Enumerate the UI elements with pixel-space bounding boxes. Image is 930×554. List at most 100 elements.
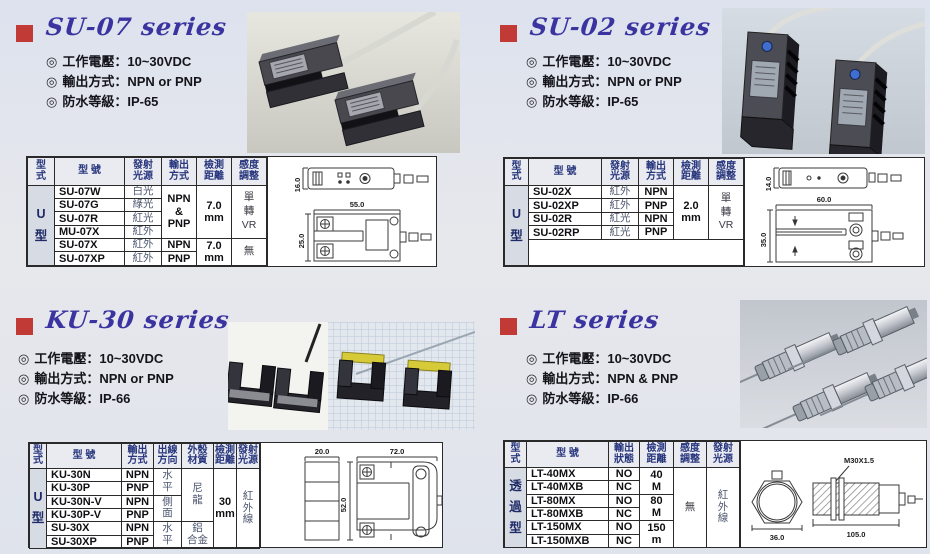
cell-distance: 150 m bbox=[639, 520, 674, 548]
cell-type: U 型 bbox=[27, 185, 55, 266]
section-title-lt: LT series bbox=[528, 305, 661, 334]
cell-model: KU-30P bbox=[46, 481, 122, 496]
cell-model: LT-80MX bbox=[526, 493, 609, 508]
section-title-su07: SU-07 series bbox=[44, 12, 229, 41]
cell-distance: 40 M bbox=[639, 467, 674, 495]
cell-distance: 30 mm bbox=[213, 468, 237, 549]
cell-light: 紅外 bbox=[124, 224, 162, 239]
cell-state: NC bbox=[608, 506, 640, 522]
double-circle-bullet-icon: ◎ bbox=[18, 391, 30, 406]
cell-wire: 側 面 bbox=[153, 494, 182, 523]
spec-text: 防水等級：IP-66 bbox=[542, 391, 639, 406]
cell-sense: 單 轉 VR bbox=[708, 185, 744, 240]
cell-housing: 鋁 合金 bbox=[181, 521, 214, 549]
ku30-product-photo bbox=[228, 322, 475, 430]
cell-light: 紅 外 線 bbox=[236, 468, 260, 549]
dim-label: 105.0 bbox=[847, 530, 866, 539]
cell-light: 紅光 bbox=[601, 211, 639, 227]
spec-line: ◎ 輸出方式：NPN or PNP bbox=[46, 72, 202, 92]
dim-label: 14.0 bbox=[764, 177, 773, 192]
double-circle-bullet-icon: ◎ bbox=[18, 371, 30, 386]
red-square-bullet bbox=[500, 25, 517, 42]
cell-housing: 尼 龍 bbox=[181, 467, 214, 523]
su02-dimension-drawing: 14.0 60.0 35.0 bbox=[744, 158, 924, 266]
su07-product-photo bbox=[247, 12, 460, 153]
cell-model: SU-07R bbox=[54, 211, 125, 226]
cell-model: KU-30N-V bbox=[46, 494, 122, 509]
su02-specs: ◎工作電壓：10~30VDC ◎輸出方式：NPN or PNP ◎防水等級：IP… bbox=[526, 52, 682, 112]
cell-light: 紅光 bbox=[601, 225, 639, 240]
double-circle-bullet-icon: ◎ bbox=[46, 94, 58, 109]
cell-type: U 型 bbox=[504, 185, 529, 266]
col-header: 型 號 bbox=[54, 157, 125, 186]
cell-state: NC bbox=[608, 533, 640, 548]
cell-output: PNP bbox=[121, 534, 154, 549]
col-header: 輸出 方式 bbox=[161, 157, 197, 186]
spec-text: 工作電壓：10~30VDC bbox=[62, 54, 192, 69]
cell-output: PNP bbox=[121, 481, 154, 496]
spec-line: ◎ 防水等級：IP-66 bbox=[18, 389, 174, 409]
cell-model: KU-30N bbox=[46, 467, 122, 483]
col-header: 型 式 bbox=[29, 443, 47, 469]
spec-text: 防水等級：IP-66 bbox=[34, 391, 131, 406]
spec-line: ◎工作電壓：10~30VDC bbox=[526, 349, 678, 369]
double-circle-bullet-icon: ◎ bbox=[526, 391, 538, 406]
spec-line: ◎防水等級：IP-65 bbox=[526, 92, 682, 112]
red-square-bullet bbox=[16, 318, 33, 335]
col-header: 外殼 材質 bbox=[181, 443, 214, 469]
cell-output: PNP bbox=[638, 225, 674, 240]
cell-output: NPN bbox=[121, 494, 154, 509]
red-square-bullet bbox=[500, 318, 517, 335]
cell-light: 紅 外 線 bbox=[706, 467, 740, 548]
col-header: 感度 調整 bbox=[708, 158, 744, 186]
su07-table-box: 型 式 型 號 發射 光源 輸出 方式 檢測 距離 感度 調整 U 型 SU-0… bbox=[26, 156, 437, 267]
double-circle-bullet-icon: ◎ bbox=[46, 54, 58, 69]
cell-model: SU-02R bbox=[528, 211, 602, 227]
col-header: 檢測 距離 bbox=[639, 441, 674, 468]
col-header: 發射 光源 bbox=[236, 443, 260, 469]
ku30-spec-table: 型 式 型 號 輸出 方式 出線 方向 外殼 材質 檢測 距離 發射 光源 U … bbox=[29, 443, 260, 549]
section-title-ku30: KU-30 series bbox=[44, 305, 232, 334]
cell-output: NPN bbox=[161, 237, 197, 253]
spec-line: ◎輸出方式：NPN or PNP bbox=[526, 72, 682, 92]
cell-state: NC bbox=[608, 480, 640, 495]
cell-wire: 水 平 bbox=[153, 468, 182, 496]
cell-model: LT-40MXB bbox=[526, 480, 609, 495]
cell-state: NO bbox=[608, 493, 640, 508]
spec-text: 輸出方式：NPN or PNP bbox=[62, 74, 202, 89]
double-circle-bullet-icon: ◎ bbox=[526, 74, 538, 89]
spec-text: 工作電壓：10~30VDC bbox=[542, 54, 672, 69]
dim-label: 60.0 bbox=[817, 195, 832, 204]
double-circle-bullet-icon: ◎ bbox=[526, 94, 538, 109]
dim-label: 72.0 bbox=[390, 447, 405, 456]
double-circle-bullet-icon: ◎ bbox=[46, 74, 58, 89]
cell-model: LT-80MXB bbox=[526, 506, 609, 522]
cell-model: SU-07W bbox=[54, 184, 125, 200]
cell-output: PNP bbox=[121, 507, 154, 523]
col-header: 出線 方向 bbox=[153, 443, 182, 469]
cell-empty bbox=[528, 238, 744, 267]
dim-label: 25.0 bbox=[297, 234, 306, 249]
double-circle-bullet-icon: ◎ bbox=[526, 371, 538, 386]
cell-distance: 7.0 mm bbox=[196, 237, 232, 267]
cell-output: NPN bbox=[121, 467, 154, 483]
col-header: 型 式 bbox=[504, 158, 529, 186]
su07-specs: ◎ 工作電壓：10~30VDC ◎ 輸出方式：NPN or PNP ◎防水等級：IP… bbox=[46, 52, 202, 112]
col-header: 檢測 距離 bbox=[213, 443, 237, 469]
double-circle-bullet-icon: ◎ bbox=[526, 351, 538, 366]
col-header: 型 號 bbox=[526, 441, 609, 468]
double-circle-bullet-icon: ◎ bbox=[18, 351, 30, 366]
dim-label: 36.0 bbox=[770, 533, 785, 542]
cell-model: KU-30P-V bbox=[46, 507, 122, 523]
cell-distance: 7.0 mm bbox=[196, 185, 232, 239]
cell-state: NO bbox=[608, 466, 640, 482]
spec-line: ◎工作電壓：10~30VDC bbox=[526, 52, 682, 72]
col-header: 發射 光源 bbox=[601, 158, 639, 186]
col-header: 發射 光源 bbox=[124, 157, 162, 186]
col-header: 輸出 方式 bbox=[121, 443, 154, 469]
spec-text: 輸出方式：NPN or PNP bbox=[34, 371, 174, 386]
col-header: 型 號 bbox=[46, 443, 122, 469]
spec-line: ◎防水等級：IP-65 bbox=[46, 92, 202, 112]
cell-light: 紅光 bbox=[124, 211, 162, 226]
spec-line: ◎ 輸出方式：NPN or PNP bbox=[18, 369, 174, 389]
